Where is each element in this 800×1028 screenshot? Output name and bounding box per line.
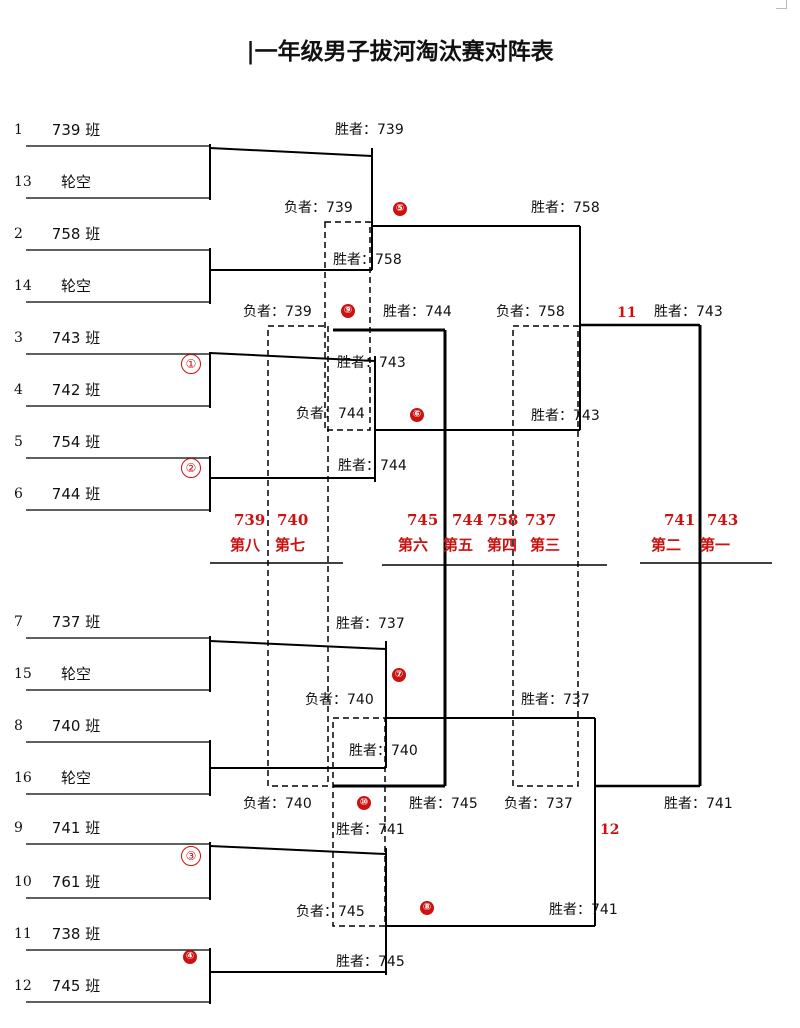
match-number: ② <box>181 458 201 478</box>
entrant-team: 744 班 <box>51 485 101 503</box>
entrant-seed: 12 <box>14 978 32 994</box>
entrant-seed: 4 <box>14 382 23 398</box>
result-label: 负者：740 <box>243 796 312 812</box>
result-label: 负者：758 <box>496 304 565 320</box>
result-label: 负者：744 <box>296 406 365 422</box>
result-label: 胜者：741 <box>336 822 405 838</box>
entrant-seed: 1 <box>14 122 23 138</box>
result-label: 胜者：745 <box>409 796 478 812</box>
result-label: 胜者：744 <box>338 458 407 474</box>
standing-team: 745 <box>407 511 439 529</box>
entrant-team: 740 班 <box>51 717 101 735</box>
page-title: |一年级男子拔河淘汰赛对阵表 <box>246 38 554 65</box>
match-number: ⑦ <box>392 668 406 682</box>
round1-out <box>209 845 387 855</box>
standing-place: 第七 <box>275 536 306 554</box>
standing-place: 第一 <box>700 536 731 554</box>
entrant-team: 轮空 <box>60 173 91 191</box>
entrant-seed: 14 <box>14 278 32 294</box>
result-label: 胜者：744 <box>383 304 452 320</box>
match-number: ⑤ <box>393 202 407 216</box>
consolation-box <box>332 717 386 927</box>
standing-team: 744 <box>452 511 484 529</box>
result-label: 胜者：758 <box>333 252 402 268</box>
entrant-team: 743 班 <box>51 329 101 347</box>
entrant-team: 758 班 <box>51 225 101 243</box>
result-label: 胜者：740 <box>349 743 418 759</box>
standing-place: 第八 <box>230 536 261 554</box>
result-label: 负者：740 <box>305 692 374 708</box>
result-label: 负者：739 <box>284 200 353 216</box>
entrant-team: 轮空 <box>60 277 91 295</box>
standing-team: 737 <box>525 511 557 529</box>
result-label: 胜者：741 <box>549 902 618 918</box>
standing-team: 740 <box>277 511 309 529</box>
match-number: 11 <box>617 305 637 321</box>
consolation-box <box>324 221 371 431</box>
result-label: 胜者：743 <box>654 304 723 320</box>
standing-team: 758 <box>487 511 519 529</box>
consolation-box <box>267 325 329 787</box>
match-number: ③ <box>181 846 201 866</box>
entrant-seed: 10 <box>14 874 32 890</box>
entrant-seed: 11 <box>14 926 32 942</box>
entrant-team: 轮空 <box>60 769 91 787</box>
standing-place: 第五 <box>443 536 474 554</box>
standing-team: 741 <box>664 511 696 529</box>
standing-place: 第三 <box>530 536 561 554</box>
match-number: ⑩ <box>357 796 371 810</box>
entrant-seed: 7 <box>14 614 23 630</box>
result-label: 负者：739 <box>243 304 312 320</box>
entrant-team: 737 班 <box>51 613 101 631</box>
result-label: 胜者：739 <box>335 122 404 138</box>
entrant-seed: 6 <box>14 486 23 502</box>
entrant-team: 761 班 <box>51 873 101 891</box>
consolation-box <box>512 325 579 787</box>
entrant-seed: 3 <box>14 330 23 346</box>
standing-place: 第六 <box>398 536 429 554</box>
match-number: 12 <box>600 822 620 838</box>
entrant-seed: 15 <box>14 666 32 682</box>
result-label: 胜者：758 <box>531 200 600 216</box>
entrant-seed: 16 <box>14 770 32 786</box>
entrant-seed: 9 <box>14 820 23 836</box>
entrant-team: 738 班 <box>51 925 101 943</box>
result-label: 胜者：743 <box>531 408 600 424</box>
standing-place: 第二 <box>651 536 682 554</box>
entrant-team: 741 班 <box>51 819 101 837</box>
result-label: 胜者：737 <box>336 616 405 632</box>
entrant-team: 745 班 <box>51 977 101 995</box>
result-label: 胜者：743 <box>337 355 406 371</box>
round1-out <box>209 640 387 650</box>
entrant-seed: 5 <box>14 434 23 450</box>
match-number: ④ <box>183 950 197 964</box>
match-number: ① <box>181 354 201 374</box>
entrant-seed: 8 <box>14 718 23 734</box>
entrant-team: 742 班 <box>51 381 101 399</box>
result-label: 胜者：741 <box>664 796 733 812</box>
result-label: 胜者：745 <box>336 954 405 970</box>
result-label: 胜者：737 <box>521 692 590 708</box>
entrant-seed: 13 <box>14 174 32 190</box>
page-corner-mark <box>776 0 787 9</box>
entrant-team: 754 班 <box>51 433 101 451</box>
entrant-team: 739 班 <box>51 121 101 139</box>
standing-team: 739 <box>234 511 266 529</box>
standing-place: 第四 <box>487 536 518 554</box>
result-label: 负者：745 <box>296 904 365 920</box>
match-number: ⑨ <box>341 304 355 318</box>
entrant-seed: 2 <box>14 226 23 242</box>
match-number: ⑧ <box>420 901 434 915</box>
result-label: 负者：737 <box>504 796 573 812</box>
entrant-team: 轮空 <box>60 665 91 683</box>
round1-out <box>209 352 376 362</box>
standing-team: 743 <box>707 511 739 529</box>
match-number: ⑥ <box>410 408 424 422</box>
round1-out <box>209 147 373 157</box>
